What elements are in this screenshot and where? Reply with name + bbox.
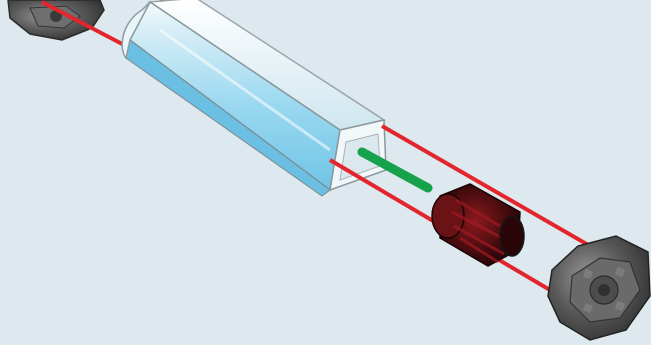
bottom-end-cap — [548, 236, 650, 340]
spring-wheel — [432, 184, 524, 266]
top-end-cap — [8, 0, 104, 40]
transparent-tube — [122, 0, 386, 196]
